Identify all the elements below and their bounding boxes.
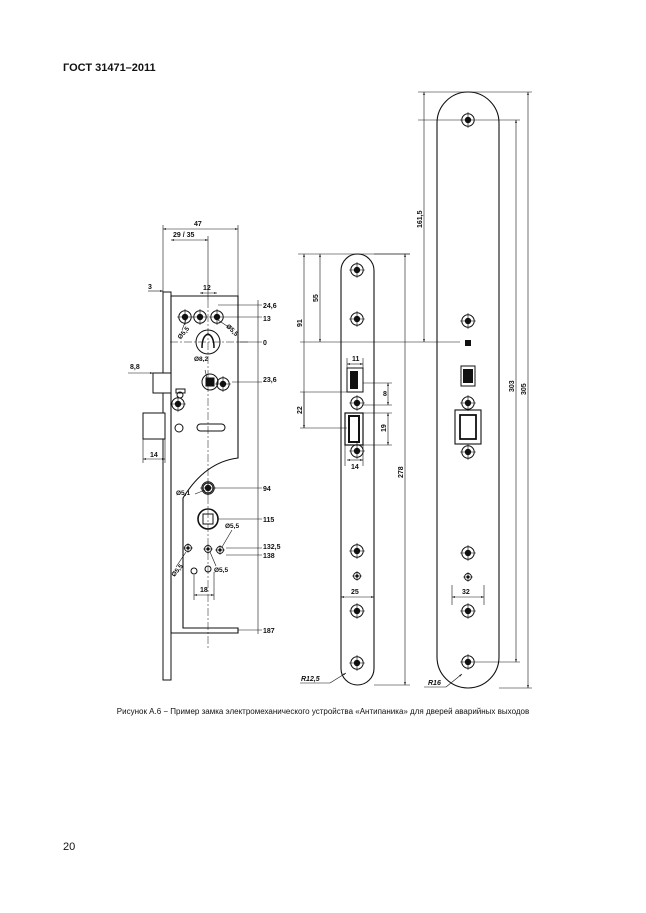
document-header: ГОСТ 31471–2011 — [63, 62, 156, 74]
dim-sp-305: 305 — [521, 383, 528, 395]
dim-lower-spacing: 18 — [200, 587, 208, 594]
follower-hub — [201, 373, 219, 391]
dim-bolt-width: 14 — [150, 452, 158, 459]
dia-label-c: Ø8,2 — [194, 356, 208, 363]
dim-fp-14: 14 — [351, 464, 359, 471]
dim-sp-radius: R16 — [428, 680, 441, 687]
dim-level-138: 138 — [263, 553, 275, 560]
dim-fp-11: 11 — [352, 356, 360, 363]
dim-faceplate: 3 — [148, 284, 152, 291]
guide-slot — [196, 423, 226, 432]
dim-fp-8: 8 — [383, 391, 387, 398]
dim-level-94: 94 — [263, 486, 271, 493]
dim-latch-proj: 8,8 — [130, 364, 140, 371]
dia-label-a: Ø5,5 — [177, 325, 192, 341]
strike-plate-outline — [436, 91, 500, 689]
dim-fp-55: 55 — [313, 294, 320, 302]
dim-sp-32: 32 — [462, 589, 470, 596]
latch-bolt — [152, 372, 172, 394]
page-number: 20 — [63, 841, 76, 853]
dim-backset: 29 / 35 — [173, 232, 195, 239]
dim-level-236: 23,6 — [263, 377, 277, 384]
dim-fp-278: 278 — [398, 466, 405, 478]
dim-level-0: 0 — [263, 340, 267, 347]
dim-sp-1615: 161,5 — [417, 210, 424, 228]
dia-label-e: Ø5,5 — [225, 523, 239, 530]
lock-faceplate — [162, 291, 172, 681]
dim-fp-radius: R12,5 — [301, 676, 320, 683]
dia-label-d: Ø5,1 — [176, 490, 190, 497]
dim-level-1325: 132,5 — [263, 544, 281, 551]
dim-level-13: 13 — [263, 316, 271, 323]
dim-fp-19: 19 — [381, 424, 388, 432]
dia-label-b: Ø5,5 — [224, 323, 239, 338]
dead-bolt — [142, 412, 166, 440]
dim-fp-91: 91 — [297, 319, 304, 327]
dim-level-246: 24,6 — [263, 303, 277, 310]
dim-sp-303: 303 — [509, 380, 516, 392]
dim-fp-22: 22 — [297, 406, 304, 414]
front-plate-labels: 55 91 22 11 8 19 14 278 25 R12,5 — [297, 294, 405, 683]
lock-body-view — [142, 291, 250, 681]
strike-latch-opening — [460, 365, 476, 387]
strike-plate-view — [436, 91, 500, 689]
lock-case-outline — [170, 295, 239, 634]
dim-level-187: 187 — [263, 628, 275, 635]
latch-opening — [346, 367, 364, 393]
dia-label-g: Ø5,5 — [214, 567, 228, 574]
dim-level-115: 115 — [263, 517, 274, 524]
strike-plate-labels: 161,5 303 305 32 R16 — [417, 210, 528, 687]
dim-fp-25: 25 — [351, 589, 359, 596]
dim-spindle-spacing: 12 — [203, 285, 211, 292]
bolt-opening — [344, 412, 364, 446]
figure-caption: Рисунок А.6 − Пример замка электромехани… — [116, 707, 530, 716]
dim-width-total: 47 — [194, 221, 202, 228]
